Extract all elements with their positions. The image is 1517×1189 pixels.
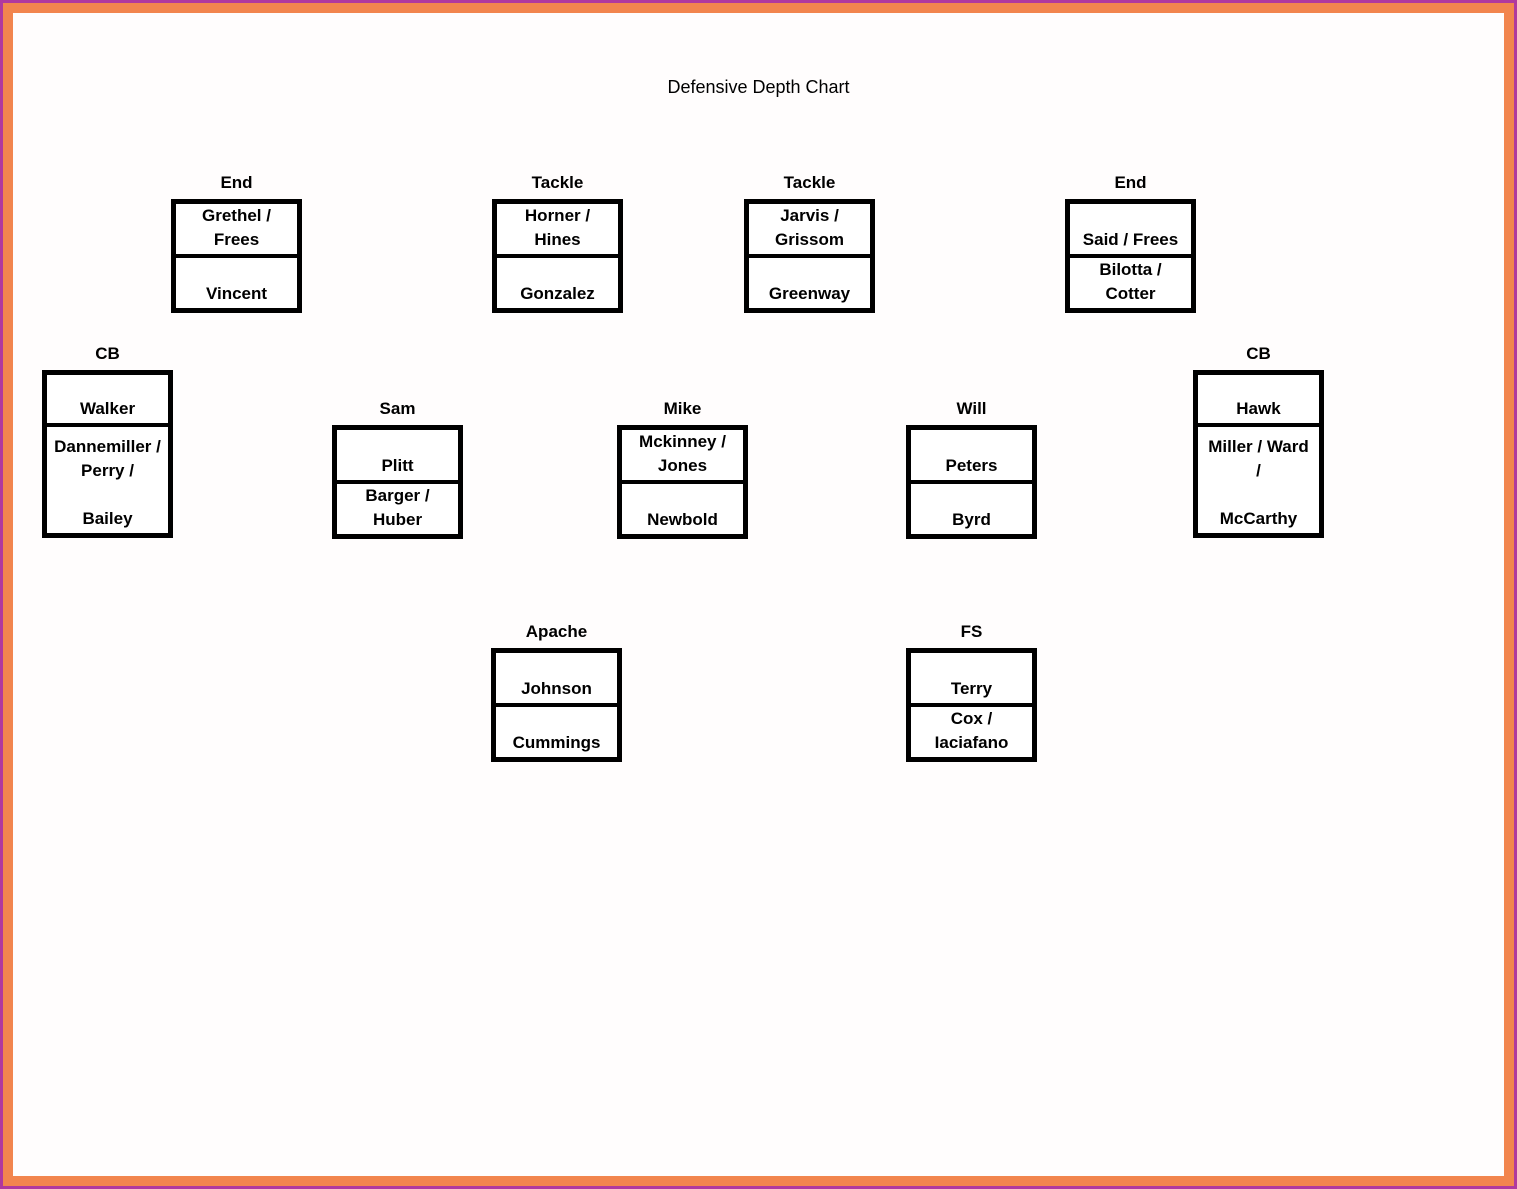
player-name: Cox / [950,709,993,728]
player-name: Perry / [81,461,134,480]
backup-cell: Vincent [176,258,297,308]
position-label: Apache [525,622,588,641]
depth-box: Mckinney / Jones Newbold [617,425,748,539]
player-name: Jones [657,456,708,475]
player-name: Plitt [381,456,414,475]
depth-box: Horner / Hines Gonzalez [492,199,623,313]
starter-cell: Walker [47,375,168,427]
position-label: End [1114,173,1147,192]
player-name: Hawk [1236,399,1281,418]
starter-cell: Peters [911,430,1032,484]
player-name: Walker [79,399,136,418]
position-label: CB [1246,344,1271,363]
player-name: / [1256,461,1261,480]
backup-cell: Cox / Iaciafano [911,707,1032,757]
position-label: Tackle [783,173,836,192]
player-name: Bailey [82,509,133,528]
player-name: Peters [945,456,998,475]
player-name: Dannemiller / [54,437,161,456]
page-title: Defensive Depth Chart [667,77,850,97]
player-name: Vincent [205,284,268,303]
unit-cb-right: CB Hawk Miller / Ward / McCarthy [1193,343,1324,538]
player-name: Johnson [521,679,592,698]
position-label: Tackle [531,173,584,192]
depth-box: Walker Dannemiller / Perry / Bailey [42,370,173,538]
unit-fs: FS Terry Cox / Iaciafano [906,621,1037,762]
player-name: Iaciafano [934,733,1009,752]
unit-cb-left: CB Walker Dannemiller / Perry / Bailey [42,343,173,538]
chart-canvas: Defensive Depth Chart End Grethel / Free… [13,13,1504,1176]
player-name: Newbold [647,510,718,529]
unit-end-left: End Grethel / Frees Vincent [171,172,302,313]
starter-cell: Said / Frees [1070,204,1191,258]
player-name: Jarvis / [780,206,839,225]
position-label: Mike [663,399,702,418]
unit-tackle-right: Tackle Jarvis / Grissom Greenway [744,172,875,313]
page-border: Defensive Depth Chart End Grethel / Free… [3,3,1514,1186]
starter-cell: Mckinney / Jones [622,430,743,484]
depth-box: Jarvis / Grissom Greenway [744,199,875,313]
starter-cell: Terry [911,653,1032,707]
player-name: Bilotta / [1099,260,1162,279]
player-name: Cotter [1105,284,1156,303]
backup-cell: Newbold [622,484,743,534]
player-name: Said / Frees [1082,230,1179,249]
player-name: Huber [372,510,423,529]
player-name: Byrd [952,510,991,529]
backup-cell: Dannemiller / Perry / Bailey [47,427,168,533]
unit-apache: Apache Johnson Cummings [491,621,622,762]
starter-cell: Hawk [1198,375,1319,427]
player-name: Frees [213,230,260,249]
player-name: Horner / [524,206,591,225]
depth-box: Said / Frees Bilotta / Cotter [1065,199,1196,313]
backup-cell: Cummings [496,707,617,757]
position-label: FS [960,622,983,641]
backup-cell: Miller / Ward / McCarthy [1198,427,1319,533]
backup-cell: Byrd [911,484,1032,534]
backup-cell: Gonzalez [497,258,618,308]
backup-cell: Barger / Huber [337,484,458,534]
unit-end-right: End Said / Frees Bilotta / Cotter [1065,172,1196,313]
unit-will: Will Peters Byrd [906,398,1037,539]
position-label: Sam [379,399,416,418]
player-name: Terry [950,679,993,698]
player-name: Gonzalez [520,284,595,303]
player-name: Mckinney / [639,432,726,451]
player-name: Grethel / [202,206,271,225]
position-label: End [220,173,253,192]
backup-cell: Bilotta / Cotter [1070,258,1191,308]
player-name: Greenway [768,284,851,303]
player-name: McCarthy [1219,509,1298,528]
backup-cell: Greenway [749,258,870,308]
starter-cell: Johnson [496,653,617,707]
depth-box: Terry Cox / Iaciafano [906,648,1037,762]
unit-sam: Sam Plitt Barger / Huber [332,398,463,539]
starter-cell: Jarvis / Grissom [749,204,870,258]
depth-box: Johnson Cummings [491,648,622,762]
player-name: Cummings [512,733,601,752]
starter-cell: Plitt [337,430,458,484]
depth-box: Grethel / Frees Vincent [171,199,302,313]
starter-cell: Grethel / Frees [176,204,297,258]
unit-tackle-left: Tackle Horner / Hines Gonzalez [492,172,623,313]
depth-box: Peters Byrd [906,425,1037,539]
player-name: Miller / Ward [1208,437,1309,456]
starter-cell: Horner / Hines [497,204,618,258]
player-name: Hines [534,230,581,249]
player-name: Barger / [365,486,430,505]
position-label: Will [956,399,987,418]
player-name: Grissom [775,230,844,249]
unit-mike: Mike Mckinney / Jones Newbold [617,398,748,539]
depth-box: Plitt Barger / Huber [332,425,463,539]
depth-box: Hawk Miller / Ward / McCarthy [1193,370,1324,538]
position-label: CB [95,344,120,363]
